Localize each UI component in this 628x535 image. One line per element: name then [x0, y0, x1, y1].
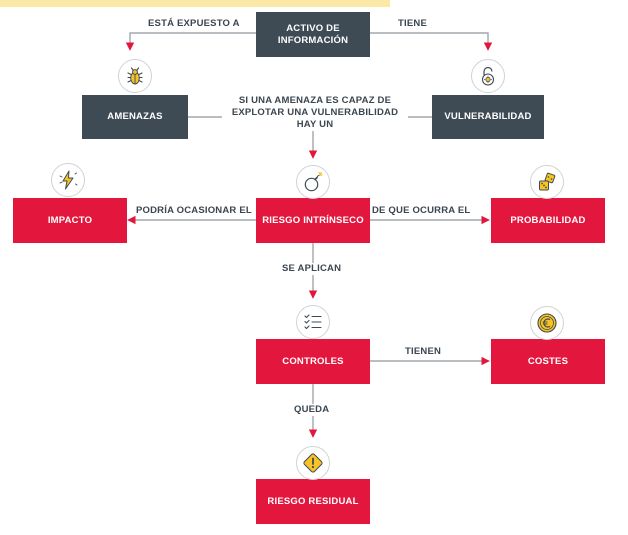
checklist-icon — [296, 305, 330, 339]
edge-label-expuesto: ESTÁ EXPUESTO A — [148, 18, 240, 30]
edge-label-tienen: TIENEN — [405, 346, 442, 358]
edge-expuesto — [125, 32, 256, 51]
edge-label-podria: PODRÍA OCASIONAR EL — [136, 205, 252, 217]
top-accent-bar — [0, 0, 390, 7]
edge-label-tiene: TIENE — [398, 18, 427, 30]
euro-coin-icon — [530, 306, 564, 340]
node-probabilidad: PROBABILIDAD — [491, 198, 605, 243]
node-activo-de-informacion: ACTIVO DE INFORMACIÓN — [256, 12, 370, 57]
warning-icon — [296, 446, 330, 480]
edge-tiene — [370, 32, 493, 51]
edge-label-de-que: DE QUE OCURRA EL — [372, 205, 471, 217]
node-amenazas: AMENAZAS — [82, 95, 188, 139]
node-controles: CONTROLES — [256, 339, 370, 384]
node-riesgo-intrinseco: RIESGO INTRÍNSECO — [256, 198, 370, 243]
lightning-icon — [51, 163, 85, 197]
node-vulnerabilidad: VULNERABILIDAD — [432, 95, 544, 139]
node-riesgo-residual: RIESGO RESIDUAL — [256, 479, 370, 524]
node-impacto: IMPACTO — [13, 198, 127, 243]
bomb-icon — [296, 165, 330, 199]
edge-label-queda: QUEDA — [294, 404, 330, 416]
open-padlock-icon — [471, 59, 505, 93]
edge-label-si-amenaza: SI UNA AMENAZA ES CAPAZ DE EXPLOTAR UNA … — [222, 95, 408, 131]
edge-label-se-aplican: SE APLICAN — [282, 263, 342, 275]
node-costes: COSTES — [491, 339, 605, 384]
dice-icon — [530, 165, 564, 199]
bug-icon — [118, 59, 152, 93]
